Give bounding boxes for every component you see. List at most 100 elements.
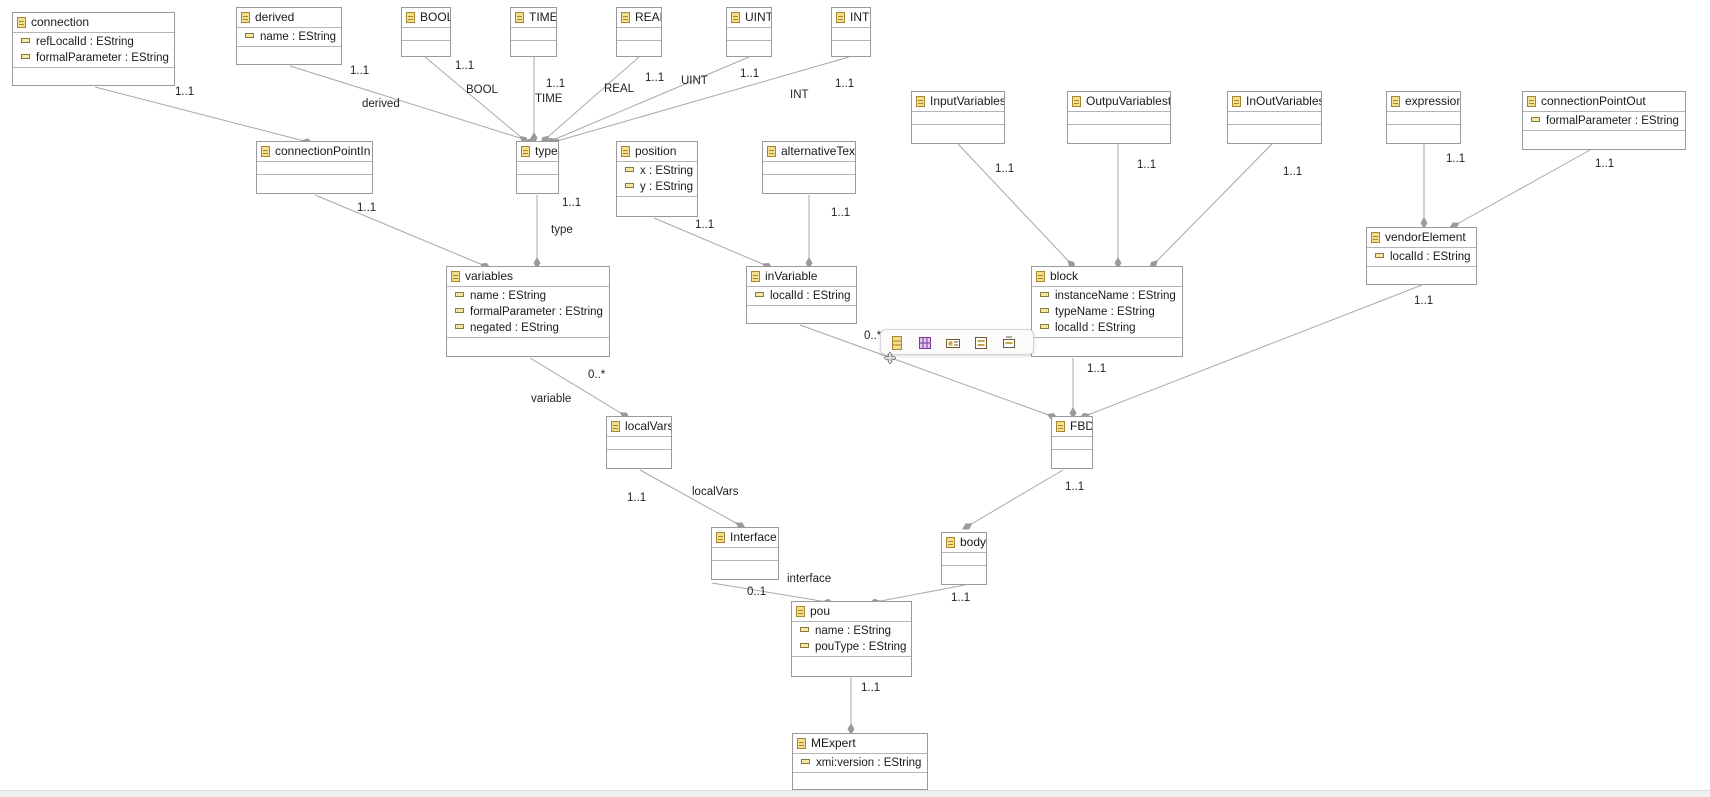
attribute-label: formalParameter : EString bbox=[470, 306, 603, 318]
eclass-icon bbox=[797, 738, 806, 749]
class-time[interactable]: TIME bbox=[510, 7, 557, 57]
class-variables[interactable]: variables name : EString formalParameter… bbox=[446, 266, 610, 357]
attribute-label: negated : EString bbox=[470, 322, 559, 334]
class-mexpert[interactable]: MExpert xmi:version : EString bbox=[792, 733, 928, 790]
multiplicity-label: 0..* bbox=[588, 369, 606, 381]
multiplicity-label: 1..1 bbox=[175, 86, 195, 98]
multiplicity-label: 1..1 bbox=[1414, 295, 1434, 307]
class-name: type bbox=[535, 144, 558, 158]
attributes-compartment bbox=[712, 547, 778, 560]
multiplicity-label: 1..1 bbox=[1065, 481, 1085, 493]
operations-compartment bbox=[727, 40, 771, 53]
class-expression[interactable]: expression bbox=[1386, 91, 1461, 144]
operations-compartment bbox=[402, 40, 450, 53]
operations-compartment bbox=[1228, 124, 1321, 137]
operations-compartment bbox=[793, 772, 927, 781]
attribute-icon bbox=[455, 292, 464, 297]
multiplicity-label: 0..1 bbox=[747, 586, 767, 598]
attribute-label: y : EString bbox=[640, 181, 694, 193]
class-real[interactable]: REAL bbox=[616, 7, 662, 57]
class-localvars[interactable]: localVars bbox=[606, 416, 672, 469]
attribute-icon bbox=[21, 54, 30, 59]
class-connection[interactable]: connection refLocalId : EString formalPa… bbox=[12, 12, 175, 86]
create-enum-icon[interactable] bbox=[972, 334, 990, 352]
move-cursor-icon bbox=[884, 352, 896, 364]
eclass-icon bbox=[751, 271, 760, 282]
class-bool[interactable]: BOOL bbox=[401, 7, 451, 57]
multiplicity-label: 1..1 bbox=[835, 78, 855, 90]
class-name: variables bbox=[465, 269, 514, 283]
class-name: inVariable bbox=[765, 269, 818, 283]
attributes-compartment bbox=[511, 27, 556, 40]
attributes-compartment bbox=[1228, 111, 1321, 124]
class-outpuvariablest[interactable]: OutpuVariablest bbox=[1067, 91, 1171, 144]
class-body[interactable]: body bbox=[941, 532, 987, 585]
edge-inoutvars-block bbox=[1149, 143, 1273, 269]
operations-compartment bbox=[447, 337, 609, 346]
class-type[interactable]: type bbox=[516, 141, 559, 194]
class-invariable[interactable]: inVariable localId : EString bbox=[746, 266, 857, 324]
class-int[interactable]: INT bbox=[831, 7, 871, 57]
attribute-icon bbox=[625, 167, 634, 172]
attribute-icon bbox=[800, 643, 809, 648]
class-name: vendorElement bbox=[1385, 230, 1466, 244]
eclass-icon bbox=[767, 146, 776, 157]
operations-compartment bbox=[13, 67, 174, 76]
class-name: INT bbox=[850, 10, 870, 24]
class-connectionpointout[interactable]: connectionPointOut formalParameter : ESt… bbox=[1522, 91, 1686, 150]
class-name: BOOL bbox=[420, 10, 450, 24]
multiplicity-label: 1..1 bbox=[695, 219, 715, 231]
create-package-icon[interactable] bbox=[916, 334, 934, 352]
class-name: UINT bbox=[745, 10, 771, 24]
class-connectionpointin[interactable]: connectionPointIn bbox=[256, 141, 373, 194]
edge-position-invariable bbox=[653, 217, 773, 270]
attributes-compartment bbox=[942, 552, 986, 565]
attribute-icon bbox=[1040, 292, 1049, 297]
create-datatype-icon[interactable] bbox=[944, 334, 962, 352]
class-name: InputVariables bbox=[930, 94, 1004, 108]
attribute-label: xmi:version : EString bbox=[816, 757, 922, 769]
class-pou[interactable]: pou name : EString pouType : EString bbox=[791, 601, 912, 677]
multiplicity-label: 0..* bbox=[864, 330, 882, 342]
class-name: OutpuVariablest bbox=[1086, 94, 1170, 108]
eclass-icon bbox=[261, 146, 270, 157]
attributes-compartment bbox=[1387, 111, 1460, 124]
create-interface-icon[interactable] bbox=[1000, 334, 1018, 352]
class-fbd[interactable]: FBD bbox=[1051, 416, 1093, 469]
class-alternativetext[interactable]: alternativeText bbox=[762, 141, 856, 194]
attribute-icon bbox=[625, 183, 634, 188]
class-inputvariables[interactable]: InputVariables bbox=[911, 91, 1005, 144]
edge-real-type bbox=[540, 56, 640, 144]
class-name: expression bbox=[1405, 94, 1460, 108]
multiplicity-label: 1..1 bbox=[1595, 158, 1615, 170]
role-label: localVars bbox=[692, 486, 739, 498]
attribute-icon bbox=[801, 759, 810, 764]
class-name: InOutVariables bbox=[1246, 94, 1321, 108]
class-derived[interactable]: derived name : EString bbox=[236, 7, 342, 65]
class-block[interactable]: block instanceName : EString typeName : … bbox=[1031, 266, 1183, 357]
eclass-icon bbox=[796, 606, 805, 617]
operations-compartment bbox=[1523, 130, 1685, 139]
attribute-label: typeName : EString bbox=[1055, 306, 1155, 318]
operations-compartment bbox=[517, 174, 558, 187]
attributes-compartment bbox=[402, 27, 450, 40]
attribute-label: localId : EString bbox=[770, 290, 851, 302]
eclass-icon bbox=[406, 12, 415, 23]
class-interface[interactable]: Interface bbox=[711, 527, 779, 580]
operations-compartment bbox=[1068, 124, 1170, 137]
attributes-compartment bbox=[617, 27, 661, 40]
create-class-icon[interactable] bbox=[888, 334, 906, 352]
operations-compartment bbox=[912, 124, 1004, 137]
attributes-compartment bbox=[727, 27, 771, 40]
operations-compartment bbox=[257, 174, 372, 187]
attributes-compartment bbox=[832, 27, 870, 40]
class-uint[interactable]: UINT bbox=[726, 7, 772, 57]
operations-compartment bbox=[763, 174, 855, 187]
class-inoutvariables[interactable]: InOutVariables bbox=[1227, 91, 1322, 144]
class-vendorelement[interactable]: vendorElement localId : EString bbox=[1366, 227, 1477, 285]
class-position[interactable]: position x : EString y : EString bbox=[616, 141, 698, 217]
multiplicity-label: 1..1 bbox=[1283, 166, 1303, 178]
multiplicity-label: 1..1 bbox=[350, 65, 370, 77]
multiplicity-label: 1..1 bbox=[1137, 159, 1157, 171]
